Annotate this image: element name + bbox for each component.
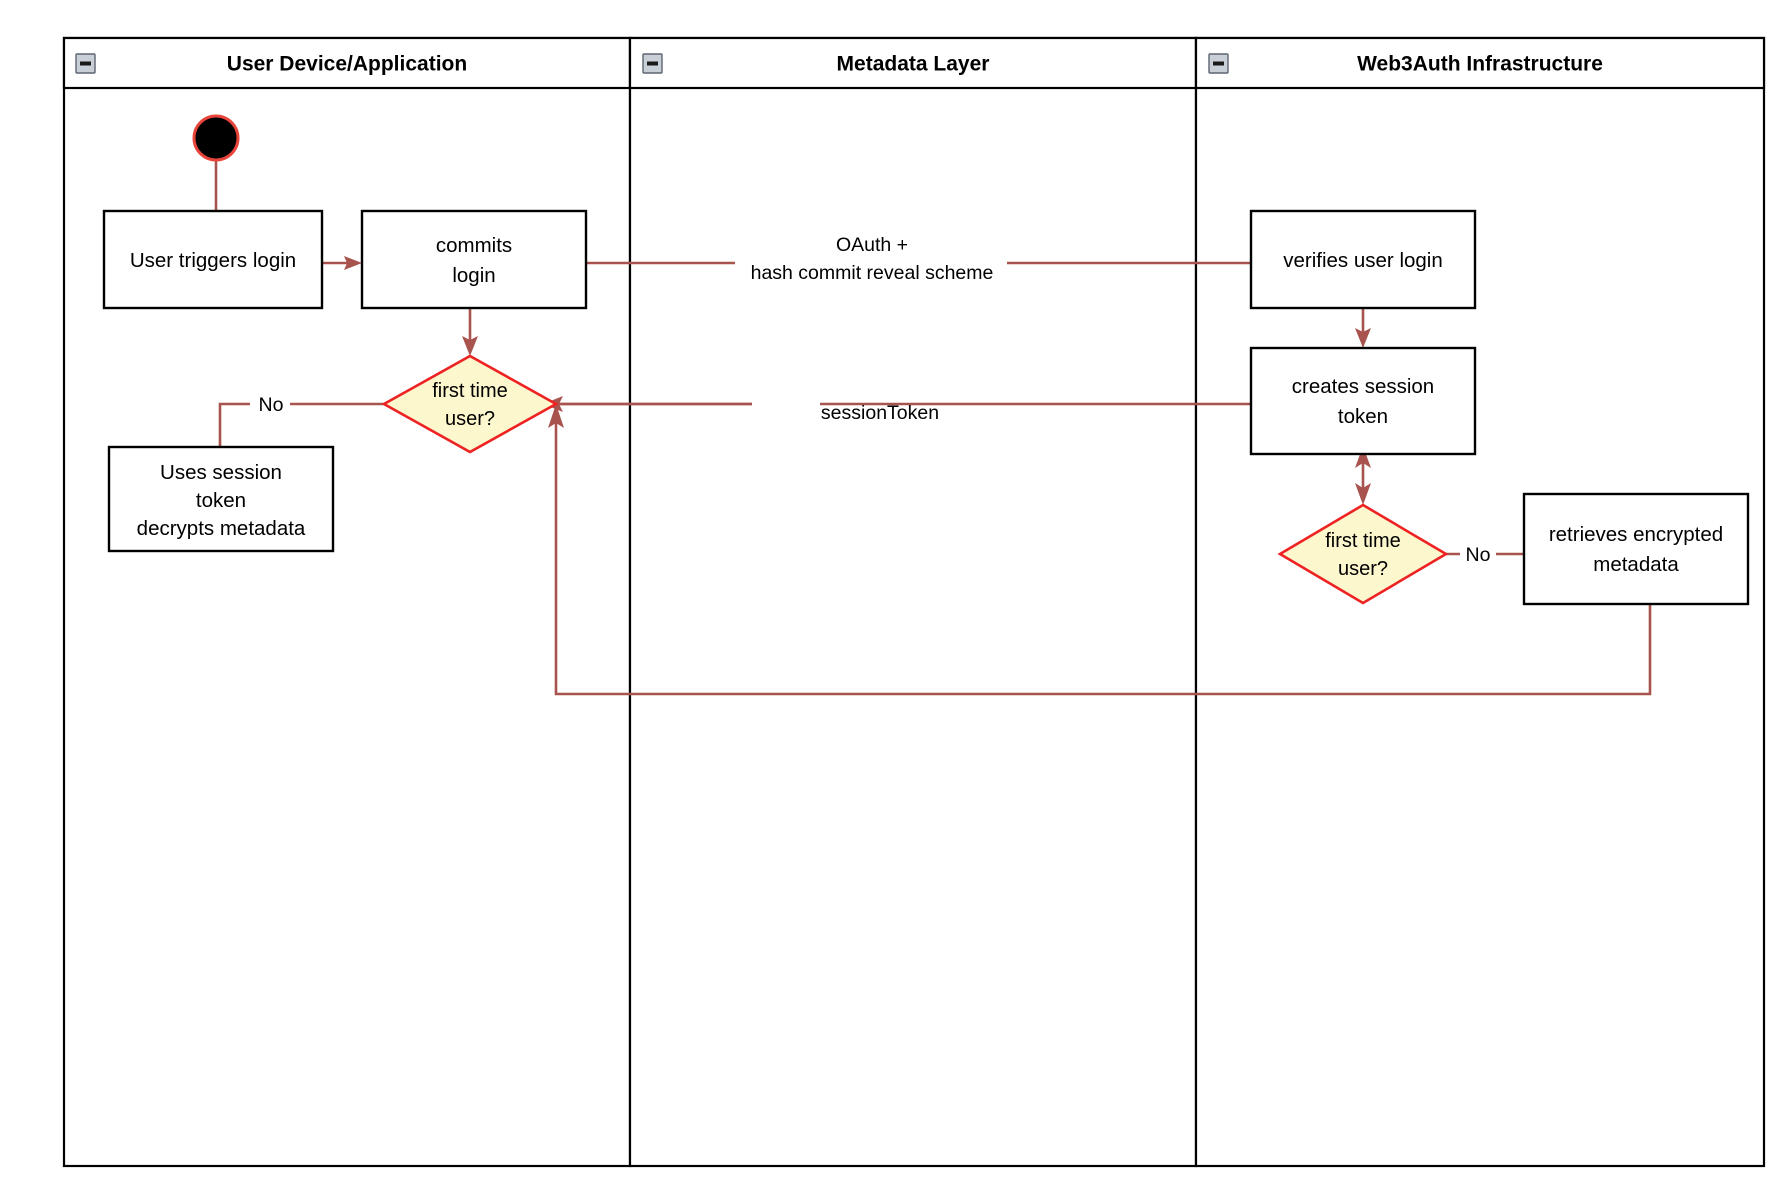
node-label-commits-login-line2: login — [452, 264, 495, 287]
decision-label-server-line1: first time — [1325, 530, 1401, 552]
edge-label-oauth-line1: OAuth + — [836, 234, 908, 256]
edge-label-oauth-line2: hash commit reveal scheme — [751, 262, 994, 284]
node-user-triggers-login[interactable]: User triggers login — [102, 209, 324, 310]
lane-body-user-device — [62, 36, 632, 1168]
decision-label-server-line2: user? — [1338, 558, 1388, 580]
edge-user-triggers-login-to-commits-login — [322, 256, 362, 270]
decision-shape-first-time-user-client — [381, 354, 559, 454]
node-uses-session-token[interactable]: Uses session token decrypts metadata — [107, 445, 335, 553]
edge-first-time-user-client-to-uses-session-token: No — [218, 394, 396, 447]
node-commits-login[interactable]: commits login — [360, 209, 588, 310]
node-box-user-triggers-login — [102, 209, 324, 310]
node-creates-session-token[interactable]: creates session token — [1249, 346, 1477, 456]
lane-title-web3auth: Web3Auth Infrastructure — [1357, 53, 1603, 76]
swimlane-user-device[interactable]: User Device/Application — [62, 36, 632, 1168]
start-node-circle — [192, 114, 240, 162]
node-label-retrieves-line2: metadata — [1593, 553, 1679, 576]
edge-retrieves-encrypted-metadata-return — [548, 404, 1652, 696]
node-label-creates-session-line2: token — [1338, 405, 1388, 428]
edge-label-no-server: No — [1466, 544, 1491, 566]
node-box-commits-login — [360, 209, 588, 310]
minus-icon[interactable] — [75, 53, 96, 74]
minus-icon[interactable] — [642, 53, 663, 74]
node-label-user-triggers-login: User triggers login — [130, 249, 296, 272]
node-label-uses-session-line3: decrypts metadata — [137, 517, 306, 540]
node-box-creates-session-token — [1249, 346, 1477, 456]
node-box-retrieves-encrypted-metadata — [1522, 492, 1750, 606]
edge-label-no-client: No — [259, 394, 284, 416]
edge-verifies-user-login-to-creates-session-token — [1355, 308, 1371, 348]
node-first-time-user-client[interactable]: first time user? — [381, 354, 559, 454]
node-box-verifies-user-login — [1249, 209, 1477, 310]
lane-header-user-device — [62, 36, 632, 90]
node-label-commits-login-line1: commits — [436, 234, 512, 257]
decision-shape-first-time-user-server — [1277, 503, 1449, 605]
node-label-uses-session-line2: token — [196, 489, 246, 512]
edge-commits-login-to-verifies-user-login: OAuth + hash commit reveal scheme — [586, 234, 1251, 284]
lane-title-user-device: User Device/Application — [227, 53, 467, 76]
lane-body-metadata — [628, 36, 1198, 1168]
lane-header-metadata — [628, 36, 1198, 90]
decision-label-client-line1: first time — [432, 380, 508, 402]
node-label-creates-session-line1: creates session — [1292, 375, 1434, 398]
node-first-time-user-server[interactable]: first time user? — [1277, 503, 1449, 605]
edge-label-session-token: sessionToken — [821, 402, 939, 424]
lane-title-metadata: Metadata Layer — [837, 53, 990, 76]
edge-creates-session-token-to-first-time-user-server — [1355, 446, 1371, 505]
edge-commits-login-to-first-time-user-client — [462, 308, 478, 356]
node-verifies-user-login[interactable]: verifies user login — [1249, 209, 1477, 310]
edge-creates-session-token-to-first-time-user-client: sessionToken — [543, 396, 1251, 424]
node-label-verifies-user-login: verifies user login — [1283, 249, 1443, 272]
minus-icon[interactable] — [1208, 53, 1229, 74]
lane-header-web3auth — [1194, 36, 1766, 90]
node-box-uses-session-token — [107, 445, 335, 553]
node-start[interactable] — [192, 114, 240, 162]
node-retrieves-encrypted-metadata[interactable]: retrieves encrypted metadata — [1522, 492, 1750, 606]
swimlane-metadata[interactable]: Metadata Layer — [628, 36, 1198, 1168]
node-label-retrieves-line1: retrieves encrypted — [1549, 523, 1723, 546]
node-label-uses-session-line1: Uses session — [160, 461, 282, 484]
decision-label-client-line2: user? — [445, 408, 495, 430]
